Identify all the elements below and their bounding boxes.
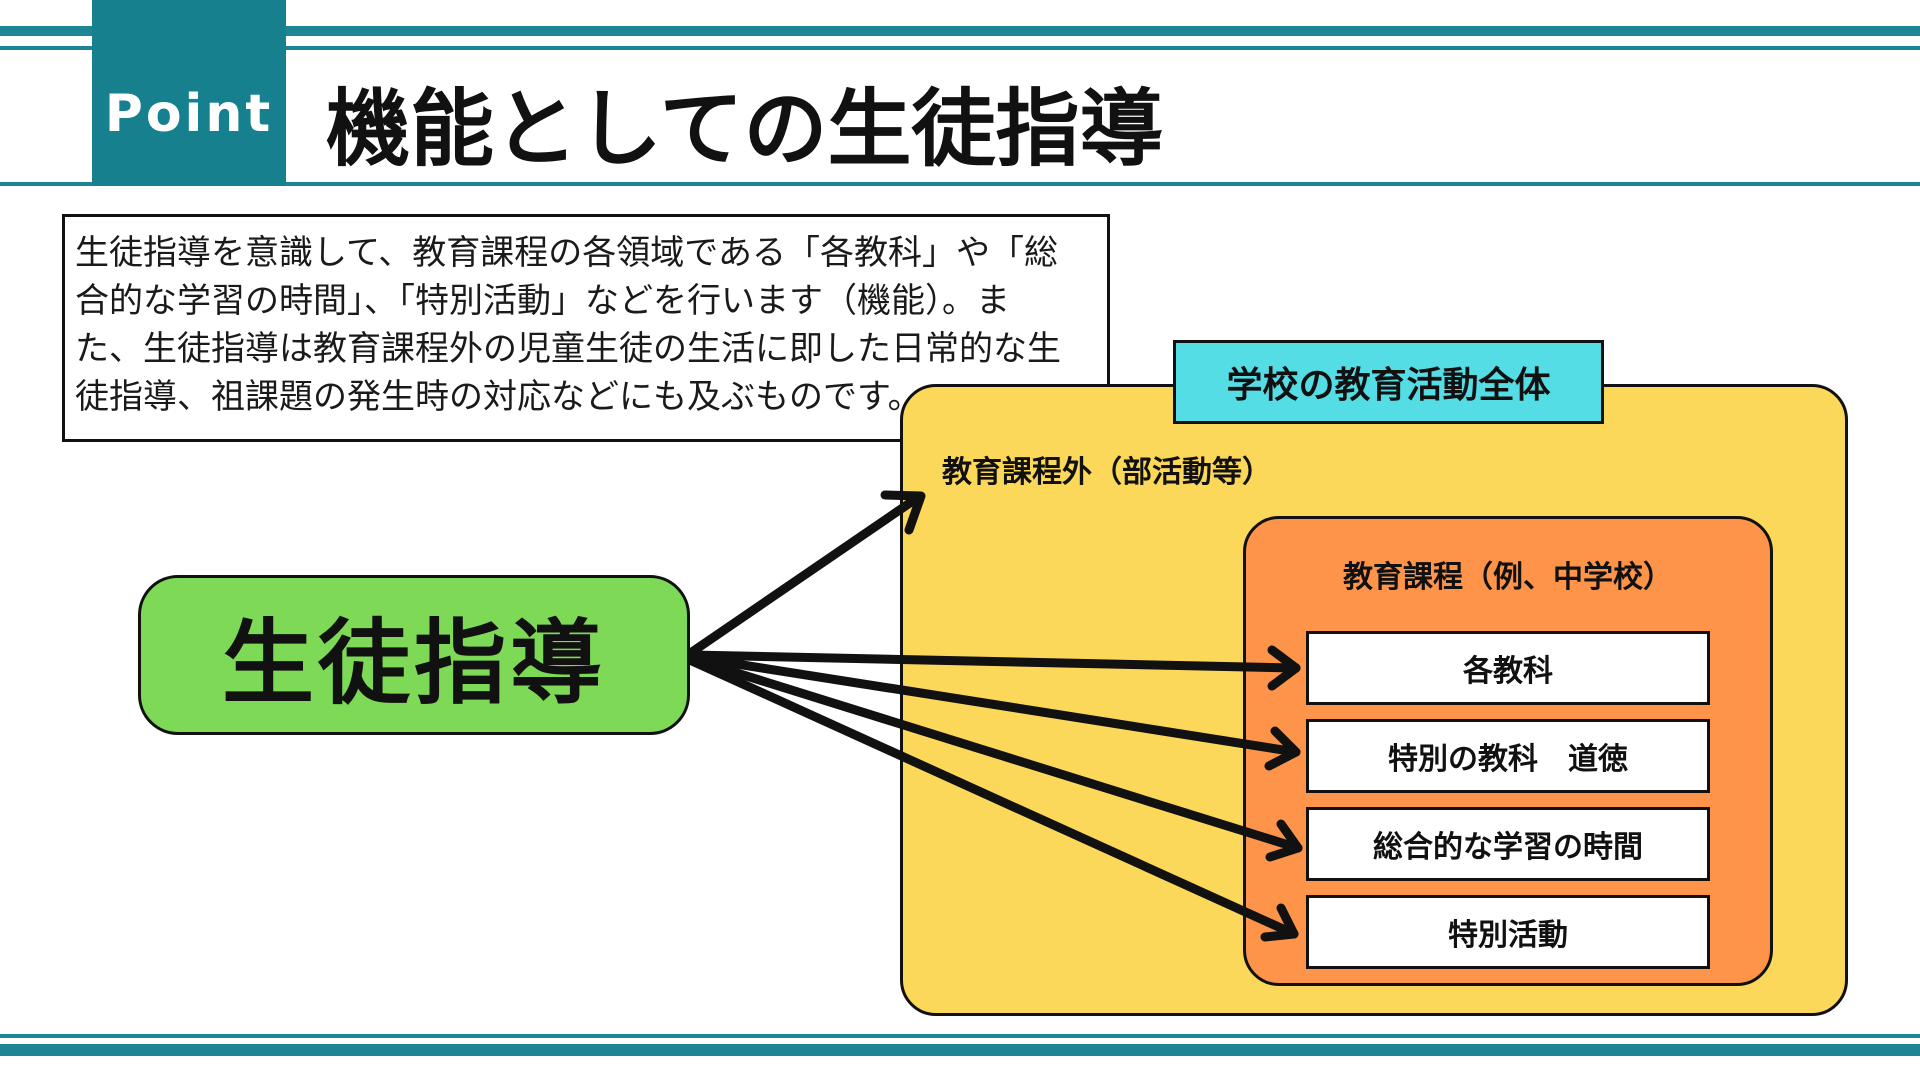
- subject-box-subjects: 各教科: [1306, 631, 1710, 705]
- point-badge: Point: [92, 0, 286, 186]
- bottom-rule-thin: [0, 1034, 1920, 1038]
- description-line: 合的な学習の時間」、「特別活動」などを行います（機能）。ま: [75, 281, 1010, 321]
- whole-school-activities-header: 学校の教育活動全体: [1173, 340, 1604, 424]
- top-rule-thin: [0, 46, 1920, 50]
- curriculum-label: 教育課程（例、中学校）: [1343, 560, 1673, 595]
- arrow-to-integrated-study: [687, 654, 1303, 862]
- top-rule-thick: [0, 26, 1920, 36]
- subject-box-special-activities: 特別活動: [1306, 895, 1710, 969]
- subject-box-moral-education: 特別の教科 道徳: [1306, 719, 1710, 793]
- arrow-to-outside-curriculum: [687, 490, 926, 657]
- arrow-to-special-activities: [687, 656, 1299, 942]
- slide-title: 機能としての生徒指導: [326, 79, 1164, 178]
- description-line: 生徒指導を意識して、教育課程の各領域である「各教科」や「総: [75, 233, 1058, 273]
- bottom-rule-thick: [0, 1044, 1920, 1056]
- student-guidance-node: 生徒指導: [138, 575, 690, 735]
- arrow-to-subjects: [687, 645, 1301, 691]
- subject-box-integrated-study: 総合的な学習の時間: [1306, 807, 1710, 881]
- arrow-to-moral-education: [687, 652, 1301, 771]
- description-line: た、生徒指導は教育課程外の児童生徒の生活に即した日常的な生: [75, 329, 1061, 369]
- description-line: 徒指導、祖課題の発生時の対応などにも及ぶものです。: [75, 377, 922, 417]
- outside-curriculum-label: 教育課程外（部活動等）: [942, 455, 1272, 490]
- header-underline: [0, 182, 1920, 186]
